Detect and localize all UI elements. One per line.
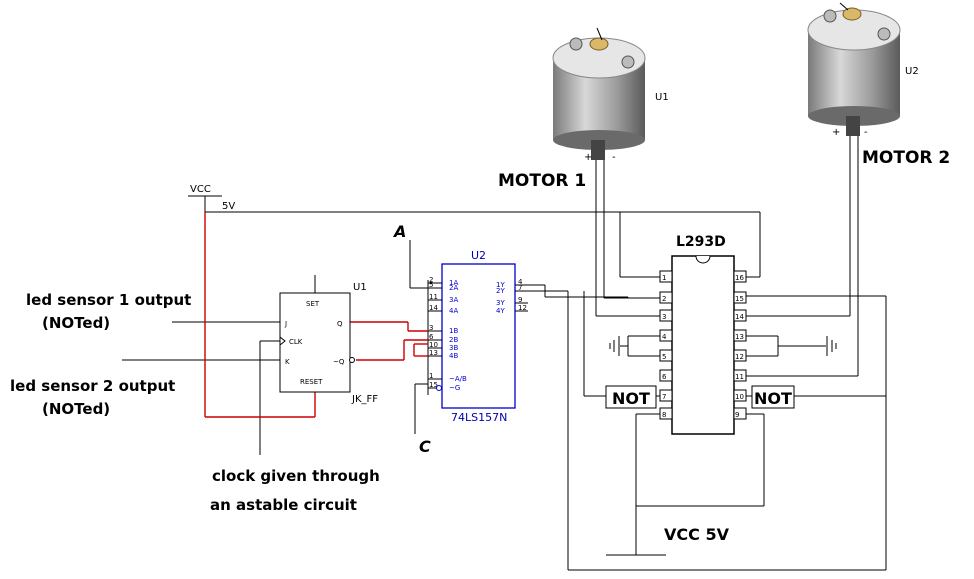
vcc-label: VCC (190, 184, 211, 195)
svg-text:-: - (612, 152, 616, 163)
c-label: C (419, 437, 431, 456)
not2-label: NOT (754, 389, 792, 408)
mux-pin-name: 1B (449, 327, 458, 335)
mux-pin-name: 4Y (496, 307, 505, 315)
mux-pin-number: 10 (429, 341, 438, 349)
mux-pin-name: ~A/B (449, 375, 467, 383)
mux-pin-number: 11 (429, 293, 438, 301)
ff-reset: RESET (300, 378, 323, 386)
mux-pin-name: 1Y (496, 281, 505, 289)
l293-pin-label: 15 (735, 295, 744, 303)
mux-pin-name: ~G (449, 384, 460, 392)
sensor2-line1: led sensor 2 output (10, 377, 175, 395)
5v-label: 5V (222, 201, 235, 212)
mux-pins: 2 1A 5 2A 11 3A 14 4A 3 1B 6 2B 10 3B 13 4B 1 ~A/B 15 ~G 4 1Y… (428, 276, 528, 392)
mux-pin-name: 3A (449, 296, 458, 304)
l293-pin-label: 1 (662, 274, 666, 282)
l293-pin-label: 11 (735, 373, 744, 381)
l293-pin-label: 3 (662, 313, 666, 321)
not-gate-2 (751, 385, 795, 409)
mux-pin-name: 1A (449, 279, 458, 287)
ff-set: SET (306, 300, 320, 308)
mux-pin-number: 2 (429, 276, 433, 284)
mux-pin-name: 3B (449, 344, 458, 352)
clock-line1: clock given through (212, 467, 380, 485)
a-label: A (392, 222, 406, 241)
l293-pin-label: 8 (662, 411, 666, 419)
mux-pin-number: 15 (429, 381, 438, 389)
mux-pin-number: 7 (518, 284, 522, 292)
mux-bubble (436, 385, 442, 391)
mux-chip (441, 263, 516, 409)
mux-part: 74LS157N (451, 411, 507, 424)
l293-pin-label: 2 (662, 295, 666, 303)
mux-pin-number: 6 (429, 333, 434, 341)
ff-k: K (285, 358, 290, 366)
mux-pin-number: 3 (429, 324, 433, 332)
motor2-ref: U2 (905, 66, 919, 77)
sensor1-line2: (NOTed) (42, 314, 110, 332)
svg-text:+: + (584, 152, 592, 163)
l293-pin-label: 4 (662, 333, 667, 341)
vcc5-label: VCC 5V (664, 525, 730, 544)
ff-q: Q (337, 320, 343, 328)
sensor2-line2: (NOTed) (42, 400, 110, 418)
l293-pin-label: 16 (735, 274, 744, 282)
l293-pin-label: 12 (735, 353, 744, 361)
motor2-label: MOTOR 2 (862, 148, 950, 168)
mux-pin-number: 12 (518, 304, 527, 312)
ff-j: J (284, 320, 287, 328)
mux-pin-name: 2B (449, 336, 458, 344)
mux-pin-name: 3Y (496, 299, 505, 307)
ff-qn: ~Q (333, 358, 345, 366)
l293-pin-label: 10 (735, 393, 744, 401)
red-wires (204, 212, 428, 418)
motor1-label: MOTOR 1 (498, 171, 586, 191)
l293-pin-left (659, 369, 673, 382)
ff-ref: U1 (353, 282, 367, 293)
l293-pin-label: 6 (662, 373, 667, 381)
driver-label: L293D (676, 234, 726, 250)
not-gate-1 (605, 385, 657, 409)
l293-pin-label: 13 (735, 333, 744, 341)
l293-pin-label: 9 (735, 411, 739, 419)
l293-pin-label: 14 (735, 313, 744, 321)
clock-line2: an astable circuit (210, 496, 357, 514)
ff-clk: CLK (289, 338, 303, 346)
mux-pin-number: 13 (429, 349, 438, 357)
ff-part: JK_FF (351, 394, 378, 405)
sensor1-line1: led sensor 1 output (26, 291, 191, 309)
mux-pin-number: 9 (518, 296, 522, 304)
l293-pin-label: 5 (662, 353, 666, 361)
motor1-ref: U1 (655, 92, 669, 103)
mux-pin-number: 5 (429, 281, 433, 289)
motor-1 (552, 27, 646, 160)
not1-label: NOT (612, 389, 650, 408)
l293-pin-right (733, 291, 747, 304)
motor-2 (807, 2, 901, 136)
mux-pin-number: 1 (429, 372, 433, 380)
mux-pin-number: 4 (518, 278, 523, 286)
jk-flipflop (279, 292, 355, 393)
mux-pin-name: 4B (449, 352, 458, 360)
mux-pin-name: 2A (449, 284, 458, 292)
svg-text:+: + (832, 127, 840, 138)
mux-pin-number: 14 (429, 304, 438, 312)
mux-pin-name: 2Y (496, 287, 505, 295)
l293d-chip (671, 255, 735, 435)
svg-text:-: - (864, 127, 868, 138)
l293-pin-label: 7 (662, 393, 666, 401)
mux-ref: U2 (471, 249, 486, 262)
mux-pin-name: 4A (449, 307, 458, 315)
